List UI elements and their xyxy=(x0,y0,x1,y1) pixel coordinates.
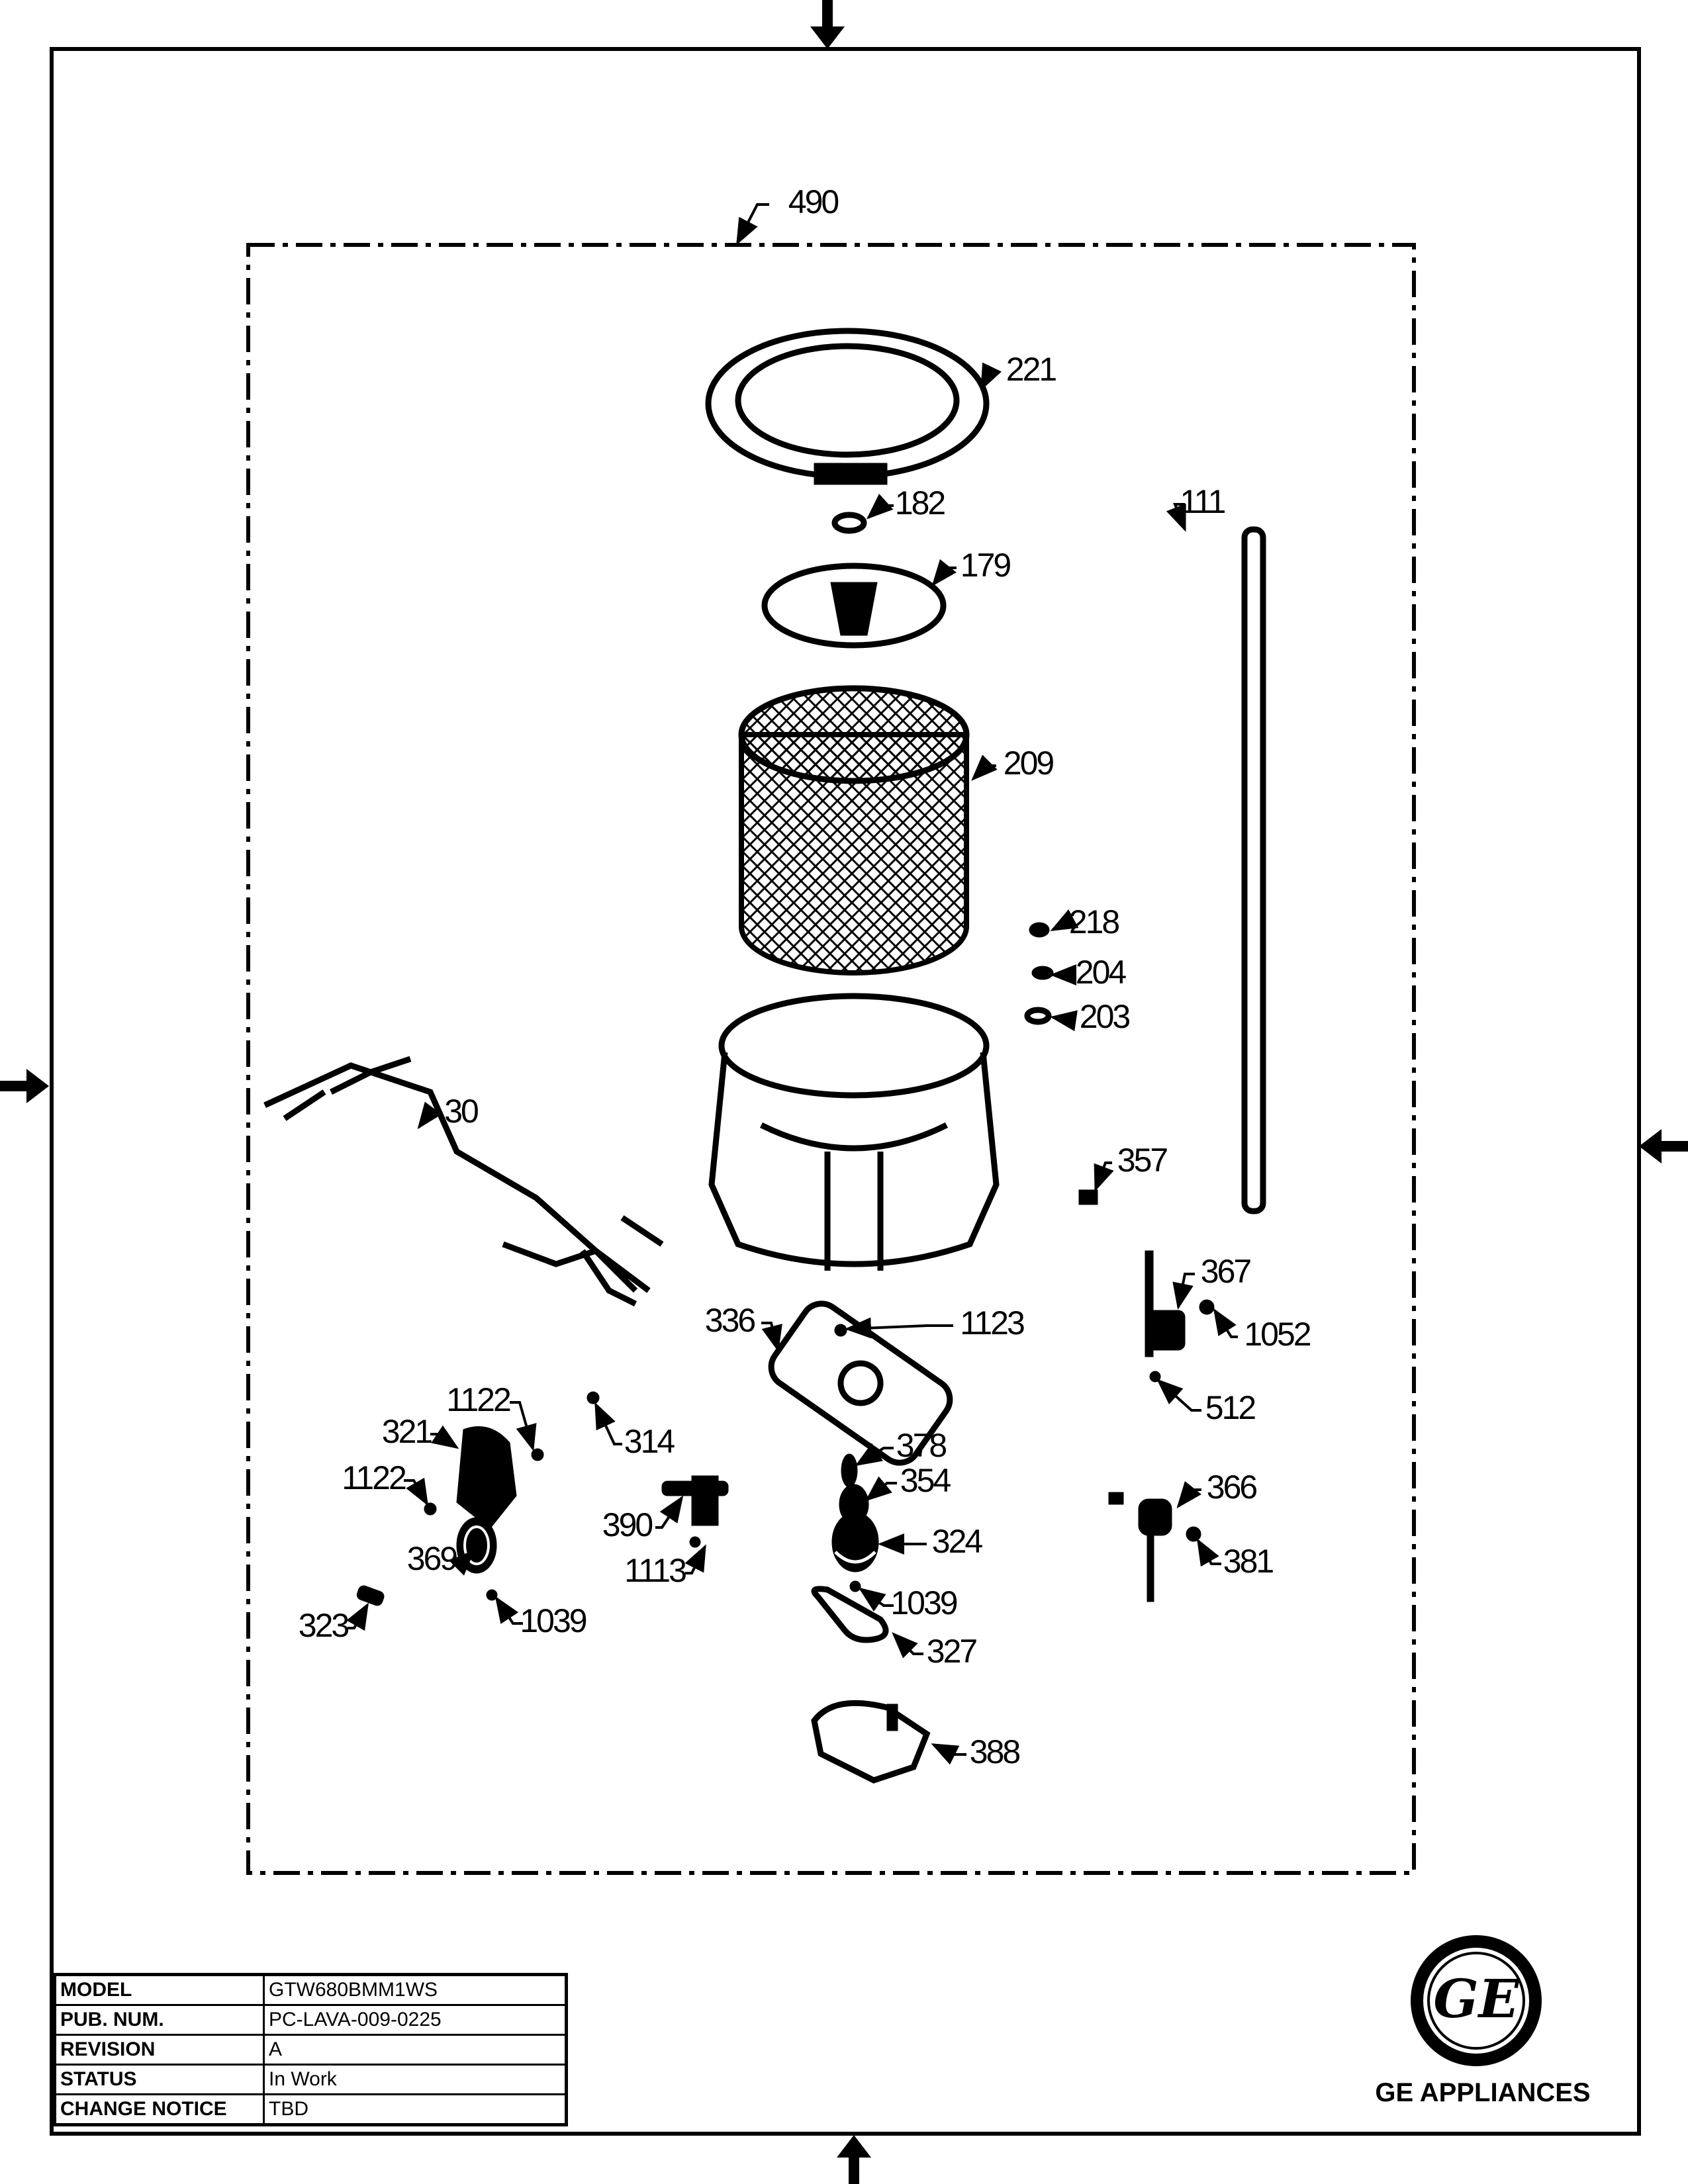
label-323: 323 xyxy=(299,1607,349,1644)
title-key: STATUS xyxy=(54,2064,265,2095)
title-value: A xyxy=(263,2034,567,2066)
part-182-ring[interactable] xyxy=(831,512,867,534)
left-center-arrow xyxy=(0,1069,49,1103)
title-key: CHANGE NOTICE xyxy=(54,2093,265,2126)
part-221-tub-ring[interactable] xyxy=(705,328,990,485)
right-center-arrow xyxy=(1639,1129,1688,1163)
label-1039-center: 1039 xyxy=(890,1584,957,1621)
part-357[interactable] xyxy=(1078,1189,1098,1205)
part-1039-left[interactable] xyxy=(486,1589,498,1601)
label-204: 204 xyxy=(1076,954,1127,991)
leader-lines xyxy=(346,362,1238,1765)
title-value: GTW680BMM1WS xyxy=(263,1974,567,2006)
part-209-basket[interactable] xyxy=(738,685,970,976)
part-1052[interactable] xyxy=(1199,1299,1215,1315)
brand-name: GE APPLIANCES xyxy=(1375,2078,1591,2107)
label-367: 367 xyxy=(1201,1253,1251,1290)
label-324: 324 xyxy=(932,1523,983,1560)
part-323-connector[interactable] xyxy=(355,1584,385,1607)
label-203: 203 xyxy=(1080,998,1130,1035)
part-218[interactable] xyxy=(1029,922,1050,938)
label-336: 336 xyxy=(705,1302,755,1339)
label-182: 182 xyxy=(895,484,945,522)
svg-text:GE: GE xyxy=(1433,1968,1519,2030)
label-321: 321 xyxy=(382,1413,432,1450)
leader-490 xyxy=(736,203,769,246)
part-1123[interactable] xyxy=(834,1324,847,1337)
part-366-valve[interactable] xyxy=(1108,1492,1172,1602)
label-1039-left: 1039 xyxy=(520,1602,586,1639)
title-key: MODEL xyxy=(54,1974,265,2006)
label-218: 218 xyxy=(1069,903,1119,940)
assembly-boundary-490 xyxy=(246,243,1416,1875)
part-1122-upper[interactable] xyxy=(531,1448,544,1461)
label-357: 357 xyxy=(1117,1142,1168,1179)
part-367-pump[interactable] xyxy=(1145,1250,1186,1357)
bottom-center-arrow xyxy=(837,2135,871,2184)
part-336-gearcase[interactable] xyxy=(763,1296,957,1471)
label-1122-upper: 1122 xyxy=(446,1381,510,1418)
label-381: 381 xyxy=(1223,1543,1274,1580)
part-30-wire-harness[interactable] xyxy=(263,1056,664,1307)
part-390-clutch[interactable] xyxy=(661,1475,729,1526)
part-314[interactable] xyxy=(586,1391,600,1404)
part-1039-center[interactable] xyxy=(849,1580,861,1592)
label-30: 30 xyxy=(444,1093,478,1130)
part-204[interactable] xyxy=(1031,966,1054,980)
label-221: 221 xyxy=(1006,351,1056,388)
label-1123: 1123 xyxy=(960,1304,1024,1342)
part-1122-lower[interactable] xyxy=(424,1502,437,1516)
label-1052: 1052 xyxy=(1244,1316,1310,1353)
label-354: 354 xyxy=(900,1462,951,1499)
part-490-outer-tub[interactable] xyxy=(708,993,1000,1271)
label-378: 378 xyxy=(896,1427,947,1464)
label-512: 512 xyxy=(1205,1389,1256,1426)
title-key: PUB. NUM. xyxy=(54,2004,265,2036)
part-378[interactable] xyxy=(841,1453,858,1488)
label-369: 369 xyxy=(407,1540,457,1577)
label-209: 209 xyxy=(1004,745,1054,782)
label-327: 327 xyxy=(927,1633,977,1670)
label-366: 366 xyxy=(1207,1469,1257,1506)
sheet-border xyxy=(50,47,1641,2136)
part-1113[interactable] xyxy=(689,1536,701,1548)
label-1122-lower: 1122 xyxy=(342,1459,406,1496)
part-388-bracket[interactable] xyxy=(811,1700,931,1784)
title-key: REVISION xyxy=(54,2034,265,2066)
part-203[interactable] xyxy=(1024,1007,1052,1025)
ge-logo: GE xyxy=(1411,1935,1542,2066)
title-value: PC-LAVA-009-0225 xyxy=(263,2004,567,2036)
part-111-hose[interactable] xyxy=(1241,526,1266,1214)
label-388: 388 xyxy=(970,1733,1020,1770)
part-327-belt[interactable] xyxy=(811,1586,889,1643)
label-390: 390 xyxy=(602,1506,653,1543)
part-369-pulley[interactable] xyxy=(456,1517,497,1574)
part-321-motor[interactable] xyxy=(456,1426,517,1529)
title-row-pub-num: PUB. NUM.PC-LAVA-009-0225 xyxy=(54,2004,567,2036)
part-179-agitator-plate[interactable] xyxy=(761,563,947,649)
part-324-pulley[interactable] xyxy=(831,1512,879,1572)
label-111: 111 xyxy=(1180,483,1225,520)
label-490: 490 xyxy=(788,183,839,220)
label-179: 179 xyxy=(961,547,1011,584)
part-381[interactable] xyxy=(1186,1526,1201,1542)
top-center-arrow xyxy=(810,0,845,49)
label-1113: 1113 xyxy=(624,1552,686,1589)
title-value: In Work xyxy=(263,2064,567,2095)
title-value: TBD xyxy=(263,2093,567,2126)
label-314: 314 xyxy=(624,1423,675,1460)
